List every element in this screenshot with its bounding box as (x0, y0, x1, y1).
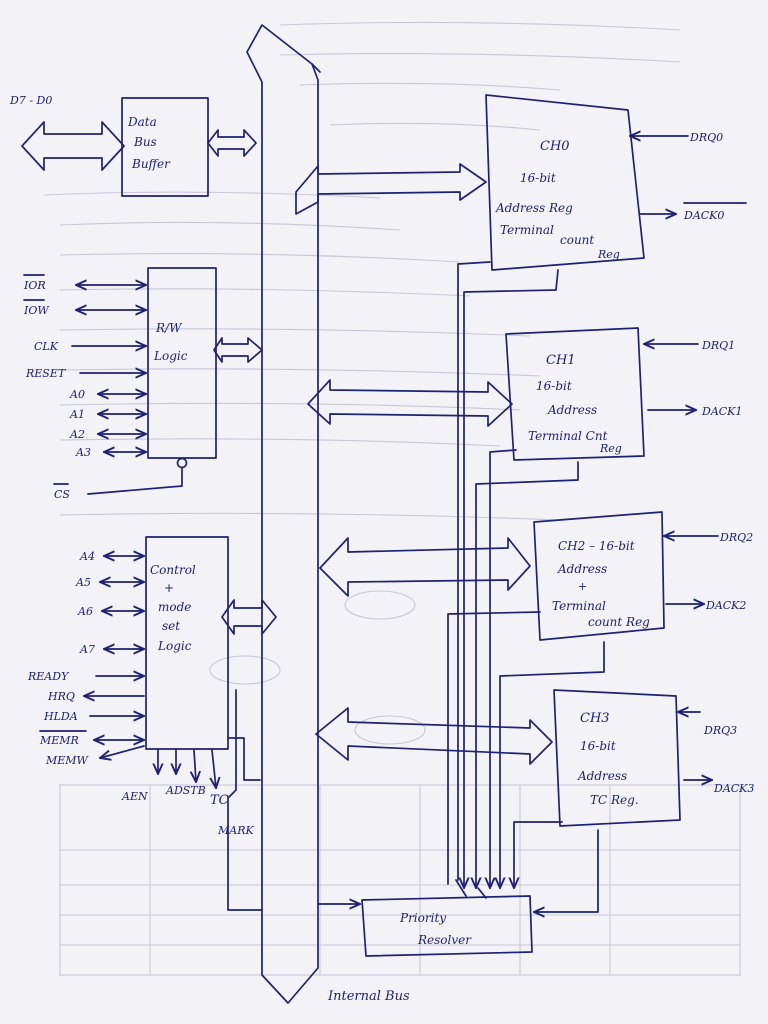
ch3-drq-label: DRQ3 (703, 724, 737, 737)
pin-clk-label: CLK (34, 340, 59, 353)
pin-a5-label: A5 (75, 576, 91, 589)
pin-hlda-label: HLDA (43, 710, 78, 723)
rw-logic-block: R/W Logic (147, 267, 217, 459)
control-bottom-pins: AEN ADSTB TC MARK (121, 689, 263, 911)
pin-mark-label: MARK (217, 824, 254, 837)
ch0-label-3: Address Reg (495, 201, 573, 215)
control-to-bus-arrow (221, 599, 277, 635)
ch2-bus-arrow (319, 537, 531, 597)
control-pin-group: A4 A5 A6 A7 READY HRQ HLDA MEMR MEMW (27, 550, 144, 767)
pin-iow-label: IOW (23, 304, 50, 317)
ch2-drq-label: DRQ2 (719, 531, 753, 544)
ch0-label-2: 16-bit (520, 171, 556, 185)
chip-select: CS (53, 457, 188, 501)
control-logic-block: Control + mode set Logic (145, 536, 229, 750)
ch0-label-5: count (560, 233, 594, 247)
pin-cs-label: CS (54, 488, 70, 501)
pin-adstb-label: ADSTB (165, 784, 206, 797)
pin-ior-label: IOR (23, 279, 46, 292)
rw-to-bus-arrow (213, 337, 263, 363)
pin-reset-label: RESET (25, 367, 67, 380)
ch1-dack-label: DACK1 (701, 405, 742, 418)
ch1-drq-label: DRQ1 (701, 339, 735, 352)
rw-logic-label-2: Logic (153, 349, 188, 363)
external-data-bus-arrow (21, 121, 125, 171)
ch3-label-1: CH3 (580, 711, 610, 726)
ch3-label-3: Address (577, 769, 627, 783)
data-bus-buffer-block: Data Bus Buffer (121, 97, 209, 197)
ch1-bus-arrow (307, 379, 513, 427)
control-logic-label-5: Logic (157, 639, 192, 653)
ghost-oval-1 (344, 590, 416, 620)
data-lines-label: D7 - D0 (9, 94, 52, 107)
pin-memw-line (100, 745, 145, 758)
priority-resolver-label-2: Resolver (417, 933, 472, 947)
control-logic-label-1: Control (150, 563, 196, 577)
ch2-dack-label: DACK2 (705, 599, 746, 612)
ch0-bus-arrow (295, 163, 487, 215)
ch0-label-6: Reg (597, 248, 620, 261)
ch2-label-2: Address (557, 562, 607, 576)
ch1-label-1: CH1 (546, 353, 576, 368)
pin-a2-label: A2 (69, 428, 85, 441)
buffer-to-bus-arrow (207, 129, 257, 157)
pin-a3-label: A3 (75, 446, 91, 459)
pin-memr-label: MEMR (39, 734, 79, 747)
rw-logic-label-1: R/W (155, 321, 183, 335)
ch1-label-3: Address (547, 403, 597, 417)
priority-resolver-block: Priority Resolver (361, 895, 533, 957)
ch3-label-4: TC Reg. (590, 793, 639, 807)
ch0-label-4: Terminal (500, 223, 554, 237)
pin-a7-label: A7 (79, 643, 95, 656)
ch2-label-1: CH2 – 16-bit (558, 539, 635, 553)
channel-2-block: CH2 – 16-bit Address + Terminal count Re… (533, 511, 665, 641)
ghost-table (59, 784, 741, 976)
ch2-label-4: Terminal (552, 599, 606, 613)
channel-wiring (447, 261, 605, 912)
ch2-label-5: count Reg (588, 615, 650, 629)
data-bus-buffer-label-3: Buffer (131, 157, 171, 171)
ghost-oval-3 (354, 715, 426, 745)
pin-a1-label: A1 (69, 408, 85, 421)
pin-a6-label: A6 (77, 605, 93, 618)
rw-pin-group: IOR IOW CLK RESET A0 A1 A2 A3 (23, 274, 146, 459)
ch0-dack-label: DACK0 (683, 209, 724, 222)
control-logic-label-4: set (162, 619, 180, 633)
internal-bus-label: Internal Bus (327, 989, 410, 1004)
data-bus-buffer-label-1: Data (127, 115, 157, 129)
pin-a4-label: A4 (79, 550, 95, 563)
pin-hrq-label: HRQ (47, 690, 75, 703)
ch0-drq-label: DRQ0 (689, 131, 723, 144)
internal-bus-arrow: Internal Bus (246, 24, 410, 1004)
ch3-label-2: 16-bit (580, 739, 616, 753)
control-logic-label-2: + (164, 581, 174, 595)
channel-3-block: CH3 16-bit Address TC Reg. (553, 689, 681, 827)
ch1-label-5: Reg (599, 442, 622, 455)
ch1-label-4: Terminal Cnt (528, 429, 608, 443)
data-bus-buffer-label-2: Bus (133, 135, 157, 149)
pin-memw-label: MEMW (45, 754, 90, 767)
ch1-label-2: 16-bit (536, 379, 572, 393)
priority-resolver-label-1: Priority (399, 911, 446, 925)
ch3-dack-label: DACK3 (713, 782, 754, 795)
pin-aen-label: AEN (121, 790, 148, 803)
channel-0-block: CH0 16-bit Address Reg Terminal count Re… (485, 94, 645, 271)
pin-a0-label: A0 (69, 388, 85, 401)
ch0-label-1: CH0 (540, 139, 570, 154)
ch2-label-3: + (578, 580, 587, 593)
pin-tc-label: TC (210, 793, 229, 808)
control-logic-label-3: mode (158, 600, 191, 614)
pin-ready-label: READY (27, 670, 70, 683)
channel-1-block: CH1 16-bit Address Terminal Cnt Reg (505, 327, 645, 461)
ch3-bus-arrow (315, 707, 553, 765)
ghost-oval-2 (209, 655, 281, 685)
